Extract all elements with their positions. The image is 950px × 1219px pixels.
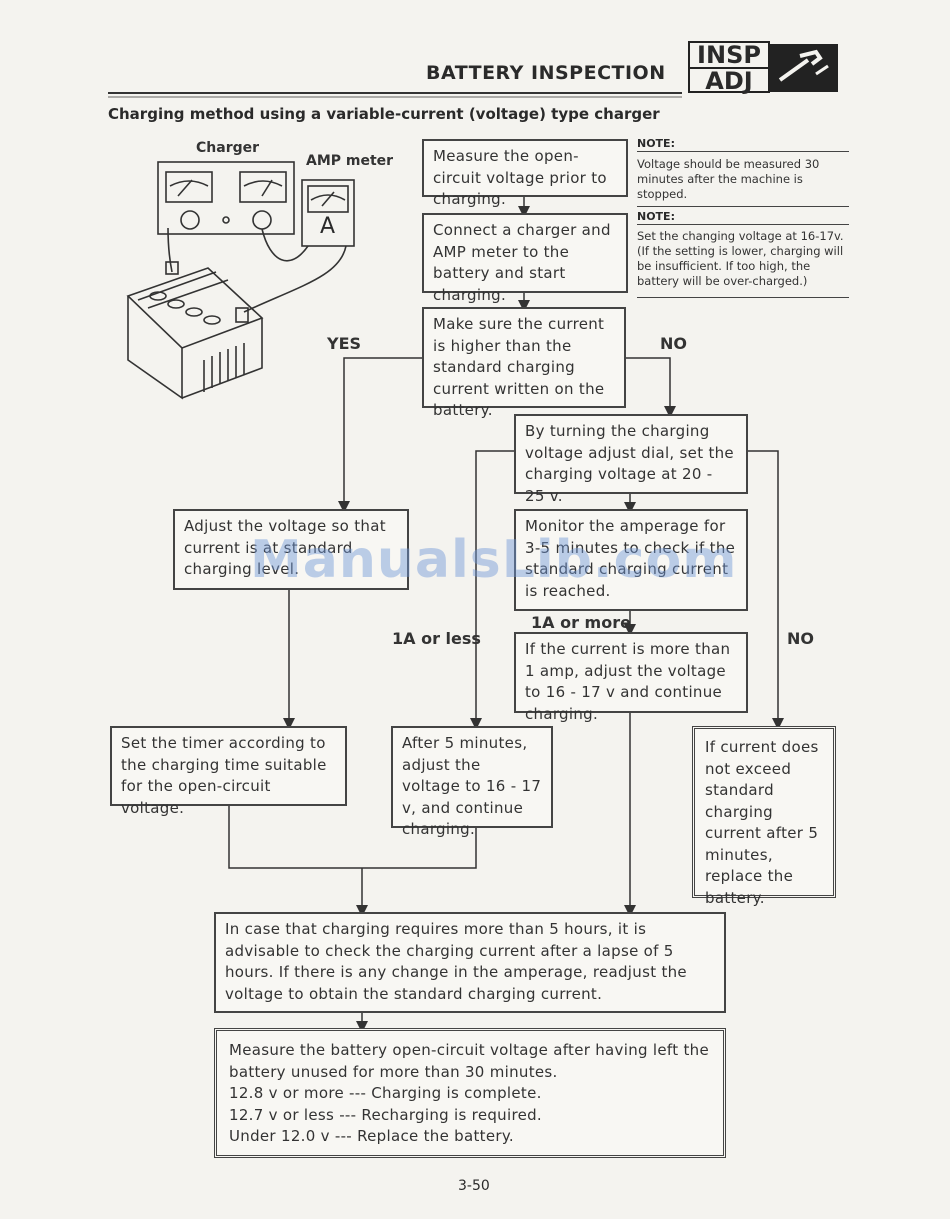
note-2: NOTE: Set the changing voltage at 16-17v… bbox=[637, 210, 849, 298]
step-set-timer: Set the timer according to the charging … bbox=[110, 726, 347, 817]
one-amp-or-less-label: 1A or less bbox=[392, 629, 481, 648]
page-header-title: BATTERY INSPECTION bbox=[426, 62, 666, 84]
note-1-text: Voltage should be measured 30 minutes af… bbox=[637, 157, 849, 207]
step-after-5-minutes: After 5 minutes, adjust the voltage to 1… bbox=[391, 726, 553, 838]
amp-symbol: A bbox=[320, 214, 336, 239]
charger-illustration bbox=[126, 161, 355, 400]
step-monitor-amperage: Monitor the amperage for 3-5 minutes to … bbox=[514, 509, 748, 611]
step-measure-voltage: Measure the open-circuit voltage prior t… bbox=[422, 139, 628, 208]
final-line-3: Under 12.0 v --- Replace the battery. bbox=[229, 1127, 514, 1145]
note-2-heading: NOTE: bbox=[637, 210, 849, 225]
charger-label: Charger bbox=[196, 140, 260, 156]
badge-top-text: INSP bbox=[690, 43, 768, 69]
step-replace-battery: If current does not exceed standard char… bbox=[692, 726, 836, 907]
insp-adj-badge: INSP ADJ bbox=[688, 41, 770, 93]
note-2-text: Set the changing voltage at 16-17v. (If … bbox=[637, 229, 849, 298]
section-title: Charging method using a variable-current… bbox=[108, 105, 660, 123]
one-amp-or-more-label: 1A or more bbox=[531, 613, 631, 632]
step-final-measure: Measure the battery open-circuit voltage… bbox=[214, 1028, 726, 1158]
page-number: 3-50 bbox=[458, 1178, 490, 1194]
no-label-2: NO bbox=[787, 629, 814, 648]
final-line-2: 12.7 v or less --- Recharging is require… bbox=[229, 1105, 543, 1124]
final-line-1: 12.8 v or more --- Charging is complete. bbox=[229, 1084, 542, 1102]
step-check-current: Make sure the current is higher than the… bbox=[422, 307, 626, 419]
note-1: NOTE: Voltage should be measured 30 minu… bbox=[637, 137, 849, 207]
badge-bottom-text: ADJ bbox=[705, 67, 753, 95]
step-more-than-1amp: If the current is more than 1 amp, adjus… bbox=[514, 632, 748, 723]
no-label: NO bbox=[660, 334, 687, 353]
step-turn-dial: By turning the charging voltage adjust d… bbox=[514, 414, 748, 505]
amp-meter-label: AMP meter bbox=[306, 153, 394, 169]
step-adjust-voltage: Adjust the voltage so that current is at… bbox=[173, 509, 409, 590]
step-five-hours: In case that charging requires more than… bbox=[214, 912, 726, 1013]
final-intro-text: Measure the battery open-circuit voltage… bbox=[229, 1041, 709, 1081]
note-1-heading: NOTE: bbox=[637, 137, 849, 152]
step-connect-charger: Connect a charger and AMP meter to the b… bbox=[422, 213, 628, 304]
wrench-icon bbox=[770, 44, 838, 92]
yes-label: YES bbox=[327, 334, 362, 353]
